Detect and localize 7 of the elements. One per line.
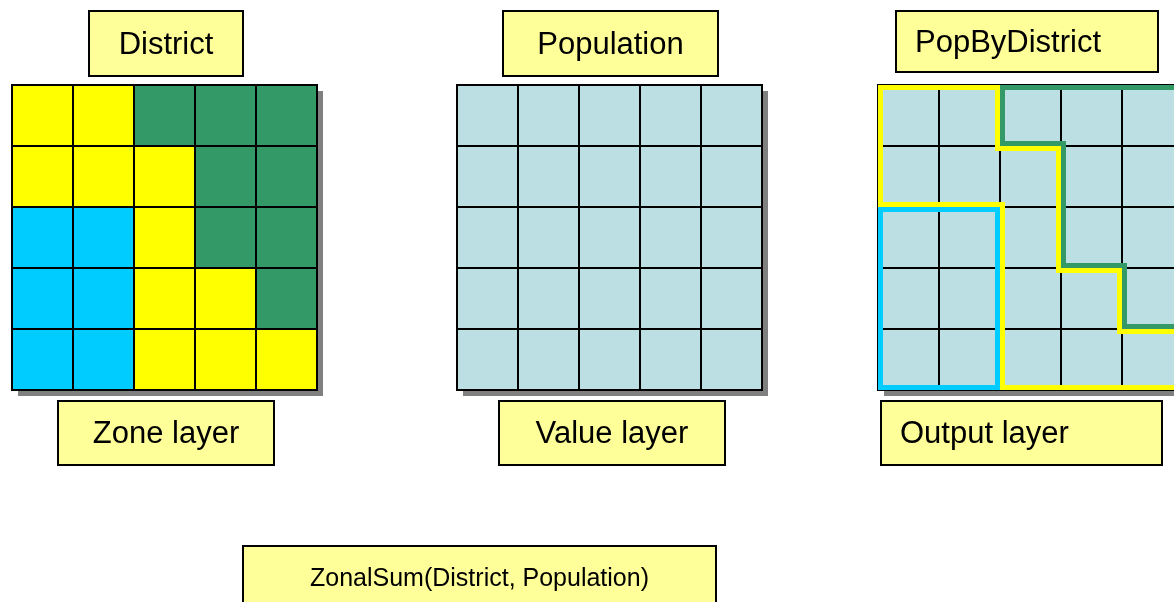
label-box: PopByDistrict (895, 10, 1159, 73)
label-box: Zone layer (57, 400, 275, 466)
label-box: Value layer (498, 400, 726, 466)
label-box: District (88, 10, 244, 77)
label-box: ZonalSum(District, Population) (242, 545, 717, 602)
label-box: Population (502, 10, 719, 77)
label-box: Output layer (880, 400, 1163, 466)
